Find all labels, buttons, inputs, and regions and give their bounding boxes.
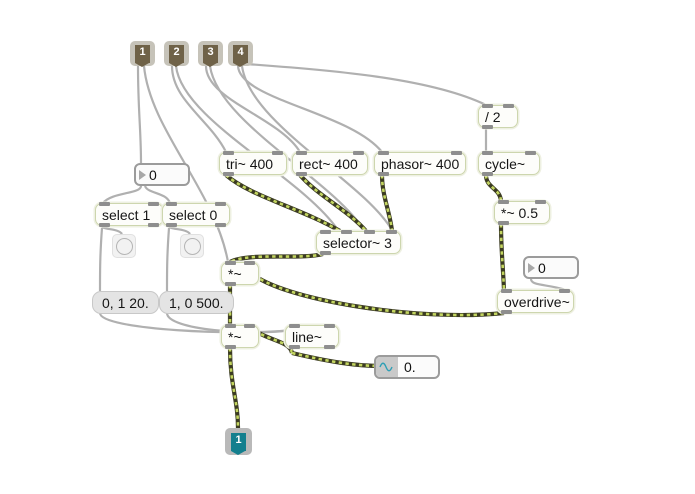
number-button-1[interactable]: 1: [130, 41, 155, 67]
object-select-0-label: select 0: [169, 206, 218, 223]
object-line-label: line~: [292, 328, 322, 345]
inlet[interactable]: [386, 230, 397, 234]
outlet[interactable]: [296, 172, 307, 176]
object-times-a-label: *~: [228, 265, 242, 282]
inlet[interactable]: [482, 104, 493, 108]
number-button-4-label: 4: [237, 45, 244, 58]
inlet[interactable]: [525, 151, 536, 155]
outlet[interactable]: [225, 345, 236, 349]
inlet[interactable]: [99, 202, 110, 206]
outlet[interactable]: [99, 223, 110, 227]
outlet[interactable]: [498, 221, 509, 225]
inlet[interactable]: [498, 200, 509, 204]
object-overdrive[interactable]: overdrive~: [497, 289, 574, 314]
inlet[interactable]: [501, 289, 512, 293]
object-times-b-label: *~: [228, 328, 242, 345]
number-button-3[interactable]: 3: [198, 41, 223, 67]
toggle-number-value: 0: [149, 166, 157, 183]
inlet[interactable]: [148, 202, 159, 206]
object-overdrive-label: overdrive~: [504, 293, 570, 310]
object-selector[interactable]: selector~ 3: [316, 230, 401, 255]
bang-right[interactable]: [180, 234, 204, 258]
signal-number-box[interactable]: 0.: [374, 355, 440, 379]
inlet[interactable]: [324, 324, 335, 328]
sine-wave-icon: [376, 357, 398, 377]
object-select-0[interactable]: select 0: [162, 202, 230, 227]
number-button-1-label: 1: [139, 45, 146, 58]
bang-left[interactable]: [112, 234, 136, 258]
object-tri-label: tri~ 400: [226, 155, 274, 172]
overdrive-number-box[interactable]: 0: [523, 256, 579, 279]
inlet[interactable]: [378, 151, 389, 155]
inlet[interactable]: [535, 200, 546, 204]
inlet[interactable]: [451, 151, 462, 155]
number-button-4[interactable]: 4: [228, 41, 253, 67]
inlet[interactable]: [272, 151, 283, 155]
inlet[interactable]: [244, 261, 255, 265]
outlet[interactable]: [320, 251, 331, 255]
bang-circle-icon: [183, 237, 201, 255]
number-button-2-label: 2: [173, 45, 180, 58]
message-ramp-up[interactable]: 0, 1 20.: [92, 291, 159, 314]
outlet[interactable]: [482, 125, 493, 129]
message-ramp-up-label: 0, 1 20.: [102, 294, 149, 311]
object-rect[interactable]: rect~ 400: [292, 151, 368, 176]
inlet[interactable]: [223, 151, 234, 155]
inlet[interactable]: [559, 289, 570, 293]
object-select-1-label: select 1: [102, 206, 151, 223]
output-indicator[interactable]: 1: [225, 428, 252, 455]
inlet[interactable]: [166, 202, 177, 206]
object-select-1[interactable]: select 1: [95, 202, 163, 227]
outlet[interactable]: [166, 223, 177, 227]
outlet[interactable]: [148, 223, 159, 227]
overdrive-number-value: 0: [538, 259, 546, 276]
inlet[interactable]: [482, 151, 493, 155]
inlet[interactable]: [320, 230, 331, 234]
object-tri[interactable]: tri~ 400: [219, 151, 287, 176]
inlet[interactable]: [341, 230, 352, 234]
outlet[interactable]: [289, 345, 300, 349]
outlet[interactable]: [482, 172, 493, 176]
toggle-number-box[interactable]: 0: [134, 163, 190, 186]
inlet[interactable]: [225, 324, 236, 328]
message-ramp-down-label: 1, 0 500.: [169, 294, 224, 311]
object-phasor-label: phasor~ 400: [381, 155, 460, 172]
message-ramp-down[interactable]: 1, 0 500.: [159, 291, 234, 314]
inlet[interactable]: [215, 202, 226, 206]
outlet[interactable]: [501, 310, 512, 314]
outlet[interactable]: [324, 345, 335, 349]
object-divide-2-label: / 2: [485, 108, 501, 125]
inlet[interactable]: [364, 230, 375, 234]
bang-circle-icon: [115, 237, 133, 255]
outlet[interactable]: [378, 172, 389, 176]
object-selector-label: selector~ 3: [323, 234, 392, 251]
triangle-icon: [139, 169, 146, 180]
object-rect-label: rect~ 400: [299, 155, 358, 172]
outlet[interactable]: [215, 223, 226, 227]
object-divide-2[interactable]: / 2: [478, 104, 518, 129]
inlet[interactable]: [503, 104, 514, 108]
object-times-a[interactable]: *~: [221, 261, 259, 286]
object-times-b[interactable]: *~: [221, 324, 259, 349]
inlet[interactable]: [244, 324, 255, 328]
inlet[interactable]: [296, 151, 307, 155]
object-cycle[interactable]: cycle~: [478, 151, 540, 176]
output-indicator-label: 1: [235, 433, 242, 446]
object-cycle-label: cycle~: [485, 155, 526, 172]
triangle-icon: [528, 262, 535, 273]
object-line[interactable]: line~: [285, 324, 339, 349]
object-times-half-label: *~ 0.5: [501, 204, 538, 221]
signal-number-value: 0.: [404, 359, 416, 375]
inlet[interactable]: [353, 151, 364, 155]
inlet[interactable]: [225, 261, 236, 265]
object-phasor[interactable]: phasor~ 400: [374, 151, 466, 176]
number-button-2[interactable]: 2: [164, 41, 189, 67]
number-button-3-label: 3: [207, 45, 214, 58]
object-times-half[interactable]: *~ 0.5: [494, 200, 550, 225]
inlet[interactable]: [289, 324, 300, 328]
outlet[interactable]: [223, 172, 234, 176]
outlet[interactable]: [225, 282, 236, 286]
